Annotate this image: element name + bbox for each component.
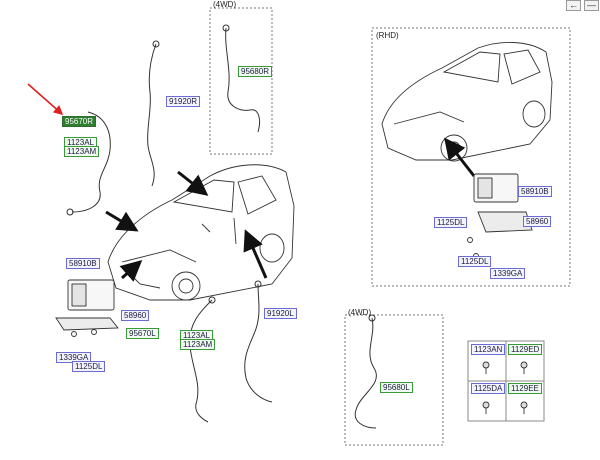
callout-91920R[interactable]: 91920R	[166, 96, 201, 107]
callout-95680L[interactable]: 95680L	[380, 382, 413, 393]
abs-hecu-left	[55, 279, 119, 337]
callout-1125DL[interactable]: 1125DL	[458, 256, 492, 267]
inset-frame-bottom-4wd	[344, 314, 444, 446]
callout-1339GA[interactable]: 1339GA	[490, 268, 526, 279]
minus-icon: —	[587, 0, 596, 10]
inset-frame-top-4wd	[209, 7, 273, 155]
callout-95680R[interactable]: 95680R	[238, 66, 273, 77]
inset-title-bottom-4wd: (4WD)	[348, 308, 372, 317]
table-cell-1129EE[interactable]: 1129EE	[508, 383, 542, 394]
table-cell-1129ED[interactable]: 1129ED	[508, 344, 543, 355]
inset-frame-rhd	[371, 27, 571, 287]
back-button[interactable]: ←	[566, 0, 581, 11]
callout-1123AM[interactable]: 1123AM	[180, 339, 216, 350]
fastener-icons	[482, 361, 528, 414]
vehicle-main	[107, 164, 295, 301]
inset-title-top-4wd: (4WD)	[213, 0, 237, 9]
red-arrow-icon	[27, 83, 64, 116]
table-cell-1123AN[interactable]: 1123AN	[471, 344, 506, 355]
inset-title-rhd: (RHD)	[376, 31, 399, 40]
callout-95670L[interactable]: 95670L	[126, 328, 159, 339]
callout-58960[interactable]: 58960	[121, 310, 150, 321]
collapse-button[interactable]: —	[584, 0, 599, 11]
callout-58910B[interactable]: 58910B	[66, 258, 100, 269]
table-cell-1125DA[interactable]: 1125DA	[471, 383, 506, 394]
leader-arrows	[105, 137, 476, 282]
callout-1125DL[interactable]: 1125DL	[72, 361, 106, 372]
callout-91920L[interactable]: 91920L	[264, 308, 297, 319]
callout-95670R[interactable]: 95670R	[62, 116, 97, 127]
sensor-harnesses	[66, 24, 377, 429]
callout-58960[interactable]: 58960	[523, 216, 552, 227]
vehicle-rhd	[381, 41, 553, 162]
callout-1123AM[interactable]: 1123AM	[64, 146, 100, 157]
arrow-left-icon: ←	[569, 0, 578, 10]
callout-58910B[interactable]: 58910B	[518, 186, 552, 197]
callout-1125DL[interactable]: 1125DL	[434, 217, 468, 228]
